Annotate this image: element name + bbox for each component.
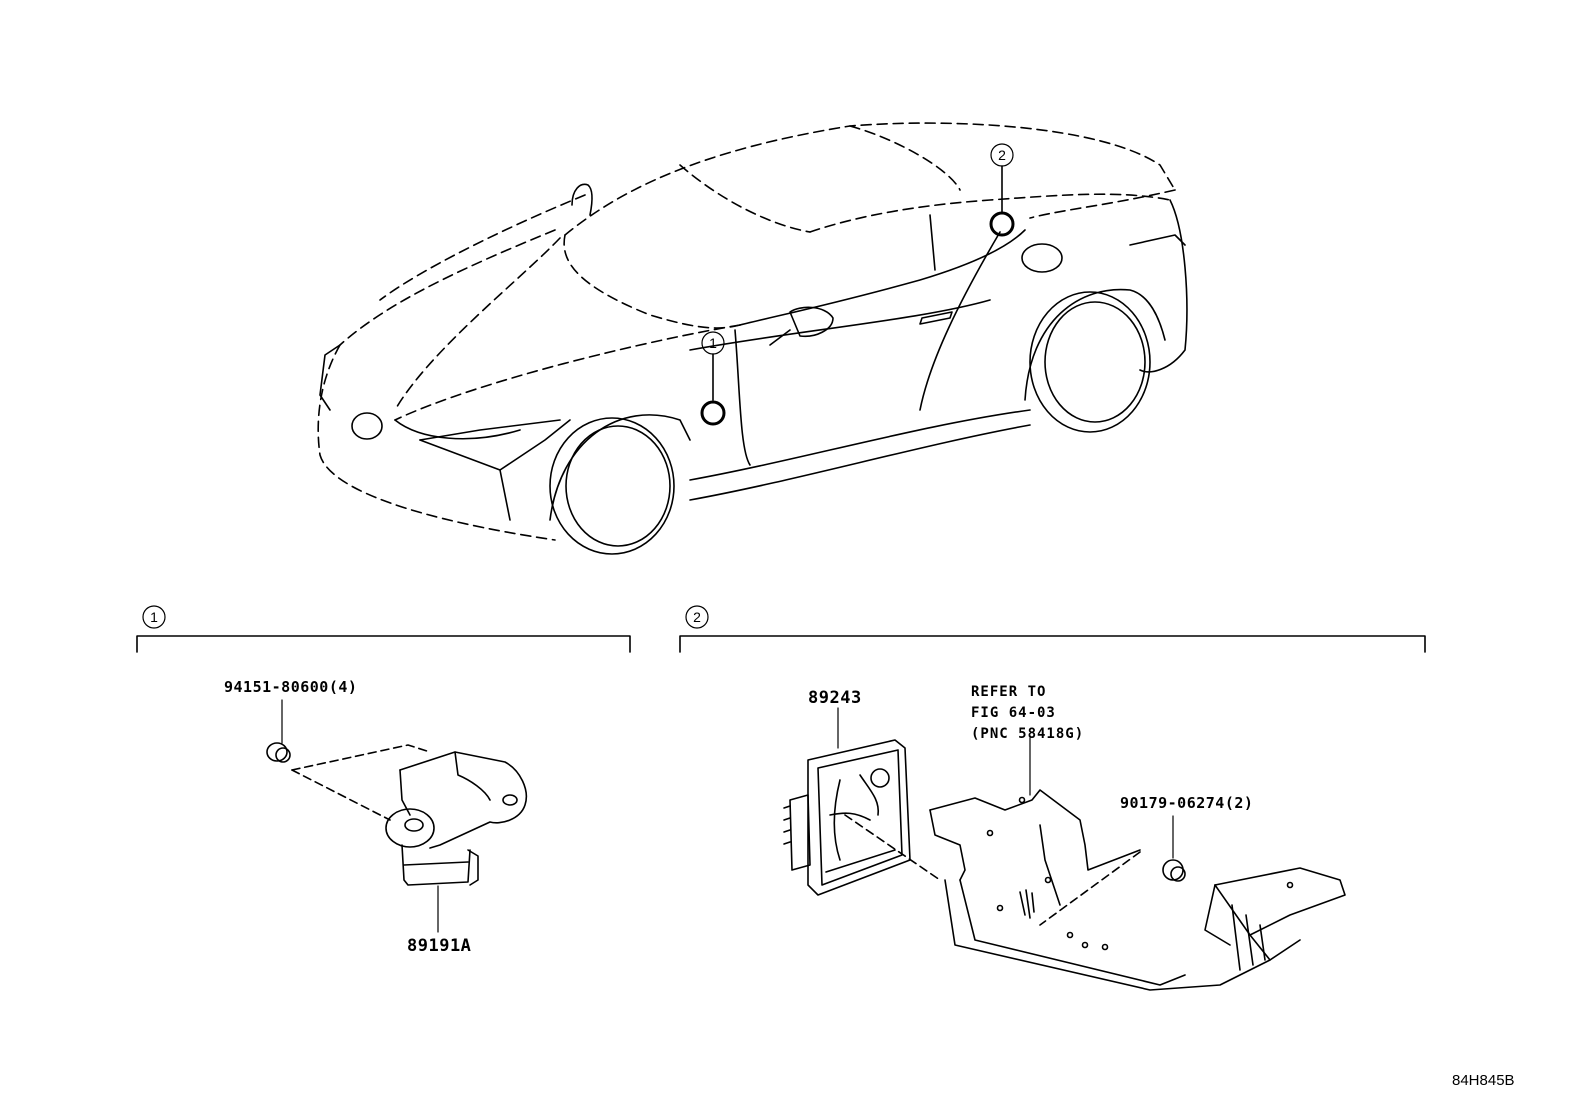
screw-part-number[interactable]: 94151-80600(4)	[224, 678, 358, 696]
yaw-rate-sensor-icon[interactable]	[385, 751, 527, 933]
car-callout-1[interactable]: 1	[700, 331, 726, 426]
screw-icon[interactable]	[266, 699, 431, 821]
car-illustration	[317, 122, 1188, 555]
section-2-number: 2	[693, 609, 701, 625]
nut-part-number[interactable]: 90179-06274(2)	[1120, 794, 1254, 812]
section-2-header: 2	[679, 605, 1426, 653]
refer-note-line-3: (PNC 58418G)	[971, 726, 1085, 742]
figure-id: 84H845B	[1452, 1072, 1515, 1089]
section-1-number: 1	[150, 609, 158, 625]
ecu-module-icon[interactable]	[783, 707, 941, 896]
car-callout-2-label: 2	[998, 147, 1006, 163]
car-callout-2[interactable]: 2	[989, 143, 1015, 237]
mounting-bracket-icon[interactable]	[929, 737, 1346, 991]
refer-note-line-1: REFER TO	[971, 684, 1047, 700]
ecu-part-number[interactable]: 89243	[808, 688, 862, 708]
section-1-header: 1	[136, 605, 631, 653]
sensor-part-number[interactable]: 89191A	[407, 936, 472, 956]
car-callout-1-label: 1	[709, 335, 717, 351]
refer-note-line-2: FIG 64-03	[971, 705, 1056, 721]
nut-icon[interactable]	[1162, 815, 1186, 882]
refer-note[interactable]: REFER TO FIG 64-03 (PNC 58418G)	[971, 682, 1084, 745]
